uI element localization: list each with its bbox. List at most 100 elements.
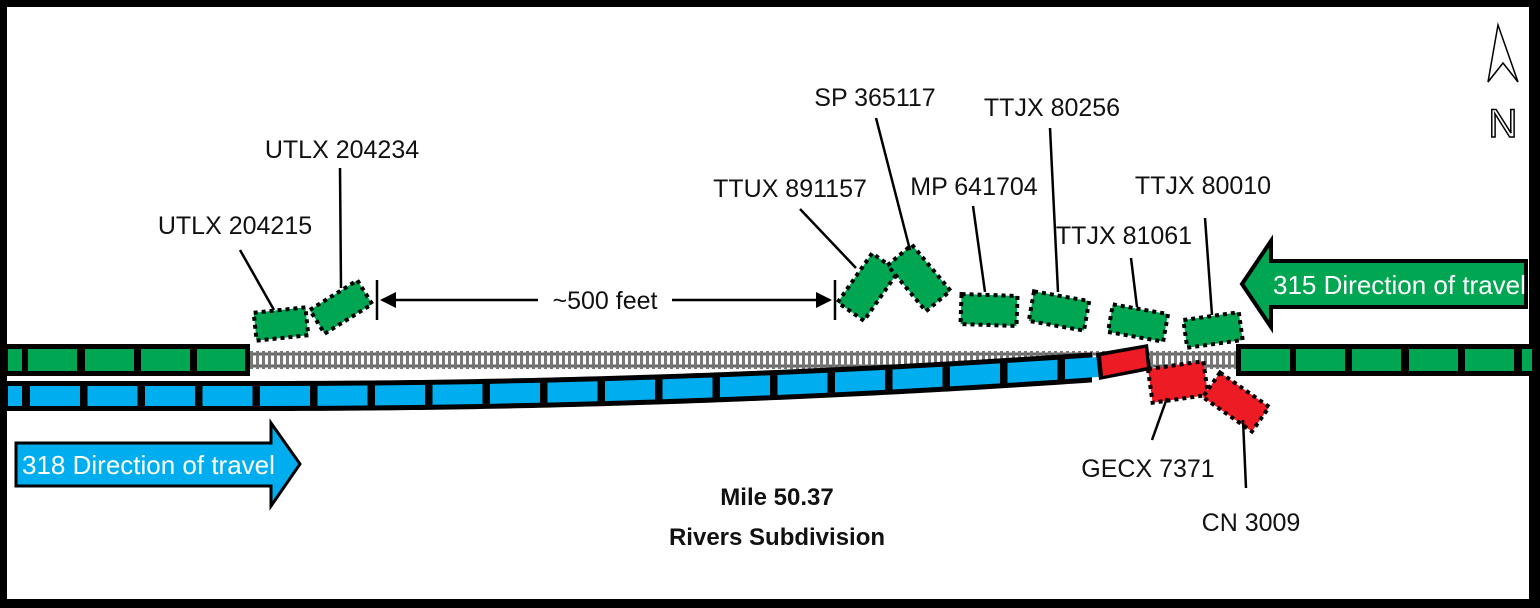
track-tie (292, 351, 295, 369)
track-tie (502, 351, 505, 369)
car-sp-365117 (884, 241, 954, 315)
track-tie (826, 351, 829, 369)
track-tie (568, 351, 571, 369)
north-label: N (1489, 102, 1518, 146)
car-ttux-891157 (834, 250, 902, 324)
track-tie (766, 351, 769, 369)
train-318-car (835, 369, 885, 393)
track-tie (1162, 351, 1165, 369)
track-tie (712, 351, 715, 369)
car-label: UTLX 204234 (265, 136, 419, 164)
track-tie (520, 351, 523, 369)
track-tie (640, 351, 643, 369)
train-318-lead-car (1096, 344, 1151, 380)
track-tie (394, 351, 397, 369)
track-tie (412, 351, 415, 369)
track-tie (694, 351, 697, 369)
derailed-cars (251, 241, 1272, 435)
train-318-car (432, 383, 483, 405)
track-tie (454, 351, 457, 369)
track-tie (688, 351, 691, 369)
train-315-head (1236, 344, 1536, 376)
track-tie (1186, 351, 1189, 369)
train-318-car (260, 385, 310, 406)
train-318-car (720, 375, 770, 398)
track-tie (574, 351, 577, 369)
track-tie (910, 351, 913, 369)
track-tie (316, 351, 319, 369)
direction-arrow-315: 315 Direction of travel (1239, 234, 1528, 334)
track-tie (958, 351, 961, 369)
track-tie (838, 351, 841, 369)
track-tie (844, 351, 847, 369)
track-tie (886, 351, 889, 369)
track-tie (448, 351, 451, 369)
track-tie (430, 351, 433, 369)
track-tie (616, 351, 619, 369)
train-318-car (605, 379, 655, 402)
track-tie (586, 351, 589, 369)
track-tie (676, 351, 679, 369)
track-tie (442, 351, 445, 369)
track-tie (484, 351, 487, 369)
track-tie (952, 351, 955, 369)
track-tie (892, 351, 895, 369)
track-tie (562, 351, 565, 369)
track-tie (346, 351, 349, 369)
train-318-car (892, 366, 943, 390)
track-tie (298, 351, 301, 369)
track-tie (610, 351, 613, 369)
track-tie (310, 351, 313, 369)
train-318-car (87, 386, 138, 406)
track-tie (580, 351, 583, 369)
track-tie (376, 351, 379, 369)
track-tie (478, 351, 481, 369)
track-tie (868, 351, 871, 369)
train-318-car (8, 386, 22, 406)
track-tie (280, 351, 283, 369)
track-tie (802, 351, 805, 369)
track-tie (736, 351, 739, 369)
track-tie (874, 351, 877, 369)
track-tie (772, 351, 775, 369)
track-tie (808, 351, 811, 369)
track-tie (466, 351, 469, 369)
track-tie (262, 351, 265, 369)
direction-label-318: 318 Direction of travel (22, 450, 275, 480)
distance-dimension: ~500 feet (375, 280, 837, 320)
track-tie (760, 351, 763, 369)
track-tie (274, 351, 277, 369)
track-tie (286, 351, 289, 369)
track-tie (856, 351, 859, 369)
track-tie (748, 351, 751, 369)
track-tie (916, 351, 919, 369)
track-tie (544, 351, 547, 369)
track-tie (400, 351, 403, 369)
track-tie (256, 351, 259, 369)
direction-arrow-318: 318 Direction of travel (14, 418, 302, 511)
track-tie (424, 351, 427, 369)
track-tie (1156, 351, 1159, 369)
track-tie (628, 351, 631, 369)
track-tie (754, 351, 757, 369)
track-tie (928, 351, 931, 369)
track-tie (1204, 351, 1207, 369)
track-tie (622, 351, 625, 369)
train-318-car (490, 382, 540, 404)
track-tie (460, 351, 463, 369)
train-318-car (202, 386, 253, 406)
track-tie (718, 351, 721, 369)
track-tie (730, 351, 733, 369)
train-315-rear (4, 344, 250, 376)
car-label: MP 641704 (910, 173, 1038, 201)
leader-lines (238, 117, 1248, 489)
track-tie (964, 351, 967, 369)
track-tie (490, 351, 493, 369)
car-gecx-7371 (1145, 359, 1211, 405)
track-tie (1228, 351, 1231, 369)
track-tie (322, 351, 325, 369)
track-tie (820, 351, 823, 369)
track-tie (898, 351, 901, 369)
track-tie (604, 351, 607, 369)
